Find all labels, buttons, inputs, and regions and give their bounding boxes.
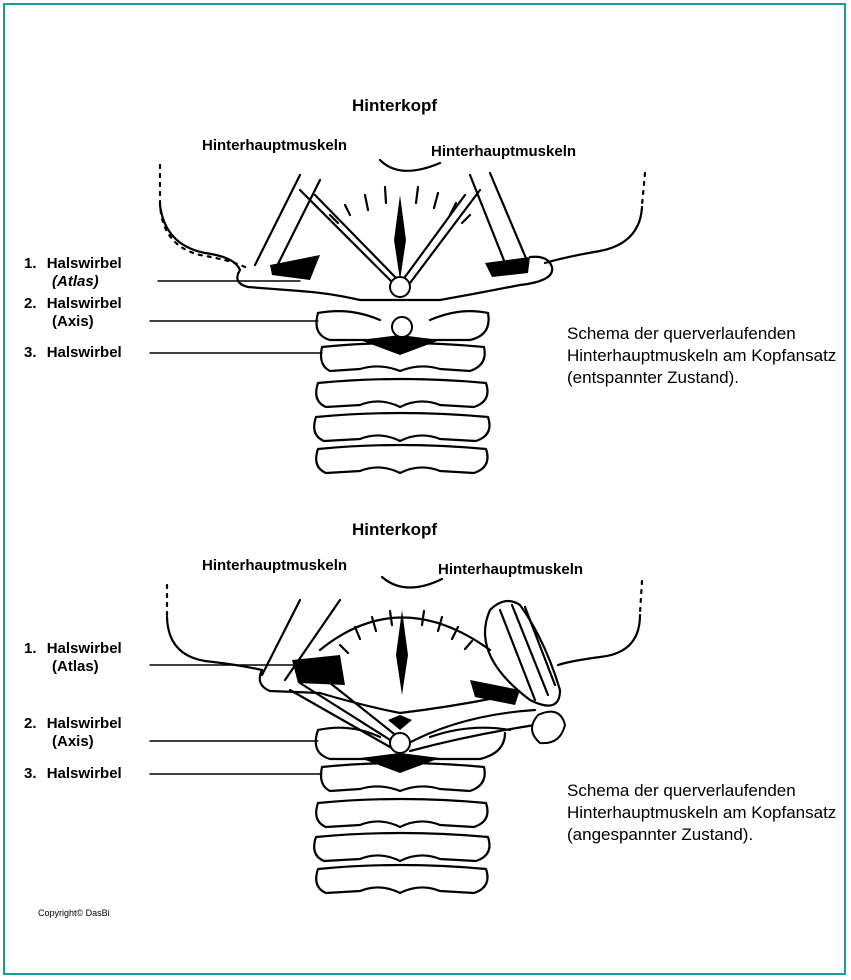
vertebra-name: Halswirbel [47,295,122,312]
vertebra-name: Halswirbel [47,715,122,732]
vertebra-number: 3. [24,765,37,782]
diagram-caption: Schema der querverlaufenden Hinterhauptm… [567,780,837,846]
vertebra-label-1: 1. Halswirbel (Atlas) [24,640,122,676]
vertebra-number: 2. [24,295,37,312]
diagram-title: Hinterkopf [352,97,437,115]
vertebra-subname: (Axis) [52,733,94,750]
muscle-label-left: Hinterhauptmuskeln [202,557,347,575]
vertebra-subname: (Axis) [52,313,94,330]
muscle-label-left: Hinterhauptmuskeln [202,137,347,155]
diagram-caption: Schema der querverlaufenden Hinterhauptm… [567,323,837,389]
anatomy-drawing-tensed [0,515,851,955]
anatomy-drawing-relaxed [0,95,851,535]
diagram-title: Hinterkopf [352,521,437,539]
vertebra-label-3: 3. Halswirbel [24,344,122,362]
vertebra-number: 1. [24,255,37,272]
vertebra-number: 2. [24,715,37,732]
vertebra-name: Halswirbel [47,765,122,782]
vertebra-subname: (Atlas) [52,273,99,290]
vertebra-name: Halswirbel [47,255,122,272]
muscle-label-right: Hinterhauptmuskeln [438,561,583,579]
vertebra-name: Halswirbel [47,640,122,657]
vertebra-subname: (Atlas) [52,658,99,675]
vertebra-label-2: 2. Halswirbel (Axis) [24,295,122,331]
muscle-label-right: Hinterhauptmuskeln [431,143,576,161]
vertebra-number: 3. [24,344,37,361]
diagram-relaxed: Hinterkopf Hinterhauptmuskeln Hinterhaup… [0,95,851,535]
vertebra-label-3: 3. Halswirbel [24,765,122,783]
vertebra-name: Halswirbel [47,344,122,361]
copyright-notice: Copyright© DasBi [38,908,110,918]
vertebra-label-1: 1. Halswirbel (Atlas) [24,255,122,291]
diagram-tensed: Hinterkopf Hinterhauptmuskeln Hinterhaup… [0,515,851,955]
vertebra-label-2: 2. Halswirbel (Axis) [24,715,122,751]
vertebra-number: 1. [24,640,37,657]
